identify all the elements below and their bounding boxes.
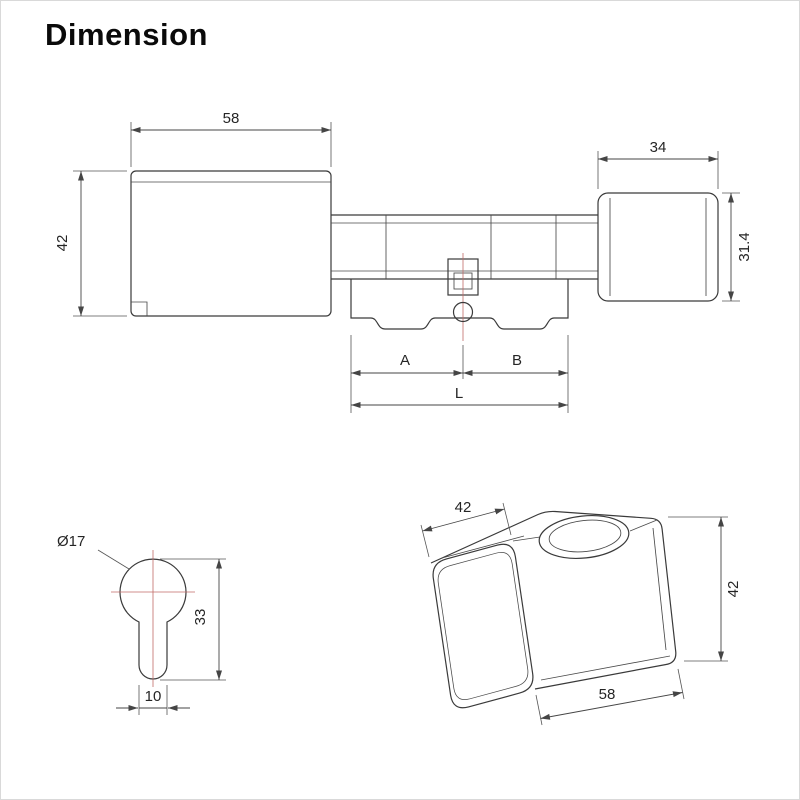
dimension-iso-depth: 58 — [535, 668, 685, 726]
dim-label-keyhole-height: 33 — [192, 609, 209, 626]
keyhole-silhouette — [119, 558, 187, 680]
lock-body-outline — [130, 170, 332, 317]
iso-edge-line-right — [629, 519, 658, 532]
dim-label-seg-a: A — [400, 352, 410, 369]
dim-label-iso-depth: 58 — [599, 686, 616, 703]
iso-bottom-seam — [540, 655, 671, 681]
dimension-body-width: 58 — [130, 110, 332, 167]
euro-profile-body — [350, 279, 569, 330]
iso-top-seam — [441, 535, 525, 559]
dimension-iso-height: 42 — [668, 516, 742, 662]
dimension-keyhole-diameter: Ø17 — [57, 533, 130, 570]
dimension-iso-width: 42 — [420, 499, 512, 558]
iso-front-face — [432, 543, 534, 709]
iso-edge-line-left — [512, 536, 541, 542]
dim-label-knob-height: 31.4 — [736, 232, 753, 261]
dim-label-body-width: 58 — [223, 110, 240, 127]
lock-body-iso-view: 42 42 58 — [420, 499, 742, 726]
iso-back-seam — [652, 527, 667, 651]
dim-label-body-height: 42 — [54, 235, 71, 252]
dimension-keyhole-height: 33 — [160, 558, 226, 681]
dim-label-seg-b: B — [512, 352, 522, 369]
dim-label-iso-width: 42 — [455, 499, 472, 516]
page-title: Dimension — [45, 17, 208, 52]
dimension-body-height: 42 — [54, 170, 127, 317]
dim-label-stem-width: 10 — [145, 688, 162, 705]
body-notch — [131, 301, 148, 316]
dim-label-total-length: L — [455, 385, 463, 402]
iso-front-face-chamfer — [437, 552, 529, 700]
dimension-knob-height: 31.4 — [722, 192, 753, 302]
dim-label-iso-height: 42 — [725, 581, 742, 598]
dim-label-diameter: Ø17 — [57, 533, 85, 550]
cylinder-side-view: 58 34 42 31.4 — [54, 110, 753, 413]
iso-body-silhouette — [430, 510, 677, 690]
dimension-a-b-l: A B L — [350, 335, 569, 413]
iso-knob-opening-inner — [548, 519, 622, 553]
dimension-stem-width: 10 — [116, 685, 190, 715]
cylinder-shaft — [331, 214, 598, 280]
dimension-knob-width: 34 — [597, 139, 719, 189]
keyhole-profile-view: Ø17 33 10 — [57, 533, 226, 715]
dim-label-knob-width: 34 — [650, 139, 667, 156]
knob-outline — [597, 192, 719, 302]
fixing-screw-hole — [452, 301, 474, 323]
